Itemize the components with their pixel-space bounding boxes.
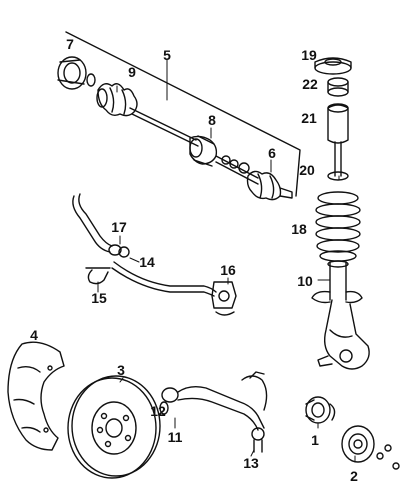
callout-20: 20: [299, 162, 315, 178]
callout-14: 14: [139, 254, 155, 270]
wheel-bearing: [305, 396, 336, 424]
outer-cv-joint: [57, 56, 96, 90]
stabilizer-bar: [111, 261, 217, 297]
callout-8: 8: [208, 112, 216, 128]
outer-cv-boot: [96, 83, 138, 117]
callout-3: 3: [117, 362, 125, 378]
callout-10: 10: [297, 273, 313, 289]
callout-17: 17: [111, 219, 127, 235]
lower-control-arm: [159, 371, 268, 453]
splash-shield: [7, 341, 65, 451]
axle-group-bracket: [65, 31, 301, 197]
strut-rod: [327, 141, 349, 181]
callout-7: 7: [66, 36, 74, 52]
callout-12: 12: [150, 403, 166, 419]
strut-body: [311, 260, 370, 370]
strut-dust-boot: [327, 103, 349, 144]
callout-5: 5: [163, 47, 171, 63]
callout-13: 13: [243, 455, 259, 471]
callout-18: 18: [291, 221, 307, 237]
callout-19: 19: [301, 47, 317, 63]
stabilizer-bracket: [85, 267, 111, 285]
callout-9: 9: [128, 64, 136, 80]
inner-cv-joint: [189, 135, 250, 174]
stabilizer-bushing: [211, 281, 237, 316]
stabilizer-link: [72, 193, 130, 258]
leader-lines: [97, 59, 356, 463]
callout-6: 6: [268, 145, 276, 161]
callout-15: 15: [91, 290, 107, 306]
strut-mount: [314, 57, 352, 75]
callout-16: 16: [220, 262, 236, 278]
coil-spring: [315, 191, 361, 262]
callout-22: 22: [302, 76, 318, 92]
inner-cv-boot: [246, 170, 293, 201]
callout-2: 2: [350, 468, 358, 484]
brake-rotor: [67, 375, 161, 479]
callout-11: 11: [167, 429, 183, 445]
callout-21: 21: [301, 110, 317, 126]
callout-1: 1: [311, 432, 319, 448]
strut-bearing: [327, 77, 349, 97]
callout-4: 4: [30, 327, 38, 343]
wheel-hub: [341, 425, 400, 470]
